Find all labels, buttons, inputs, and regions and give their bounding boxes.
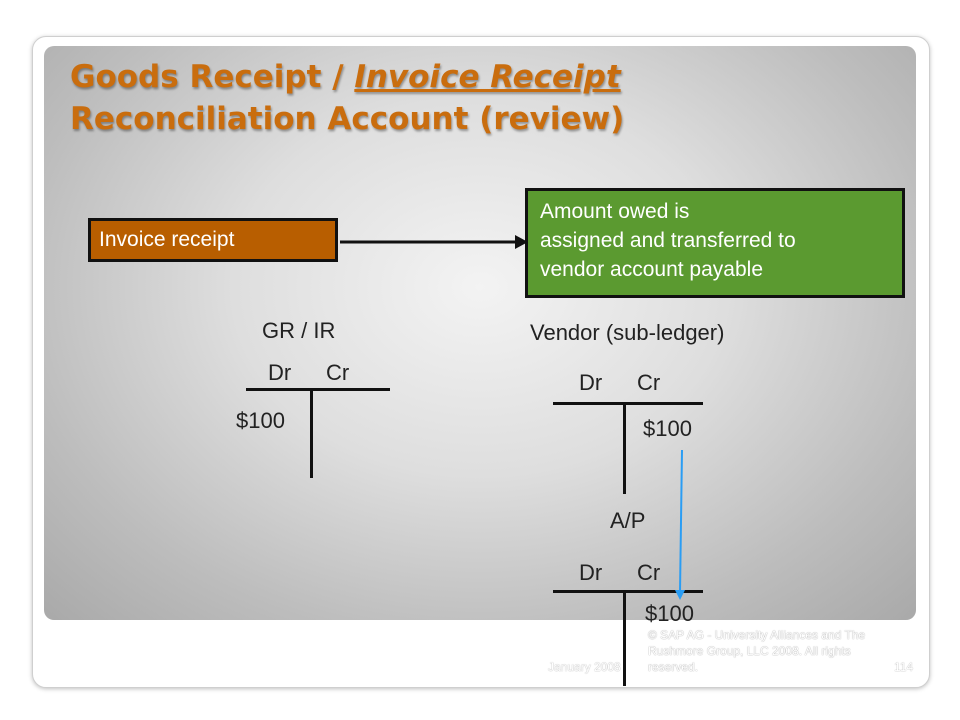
flow-arrow-icon [340,235,528,249]
invoice-receipt-box: Invoice receipt [88,218,338,262]
gr-ir-debit-entry: $100 [236,408,285,433]
gr-ir-label: GR / IR [262,318,336,343]
ap-credit-entry: $100 [645,601,694,626]
vendor-dr-label: Dr [579,370,603,395]
vendor-t-horizontal [553,402,703,405]
owed-line-3: vendor account payable [540,258,763,281]
gr-ir-cr-label: Cr [326,360,350,385]
transfer-arrow-icon [675,450,685,600]
ap-dr-label: Dr [579,560,603,585]
gr-ir-dr-label: Dr [268,360,292,385]
title-line2: Reconciliation Account (review) [70,101,625,137]
vendor-credit-entry: $100 [643,416,692,441]
ap-t-vertical [623,590,626,686]
title-part1: Goods Receipt / [70,59,355,95]
ap-cr-label: Cr [637,560,661,585]
vendor-label: Vendor (sub-ledger) [530,320,725,345]
amount-owed-box: Amount owed is assigned and transferred … [525,188,905,298]
title-underlined: Invoice Receipt [354,59,621,95]
gr-ir-t-vertical [310,388,313,478]
slide-panel [44,46,916,620]
vendor-t-vertical [623,402,626,494]
slide-title: Goods Receipt / Invoice Receipt Reconcil… [70,56,624,140]
gr-ir-t-horizontal [246,388,390,391]
ap-label: A/P [610,508,646,533]
ap-t-horizontal [553,590,703,593]
owed-line-2: assigned and transferred to [540,229,796,252]
owed-line-1: Amount owed is [540,200,690,223]
page-number: 114 [894,660,914,674]
footer-date: January 2008 [548,660,621,674]
footer-copyright: © SAP AG - University Alliances and The … [648,628,866,674]
vendor-cr-label: Cr [637,370,661,395]
